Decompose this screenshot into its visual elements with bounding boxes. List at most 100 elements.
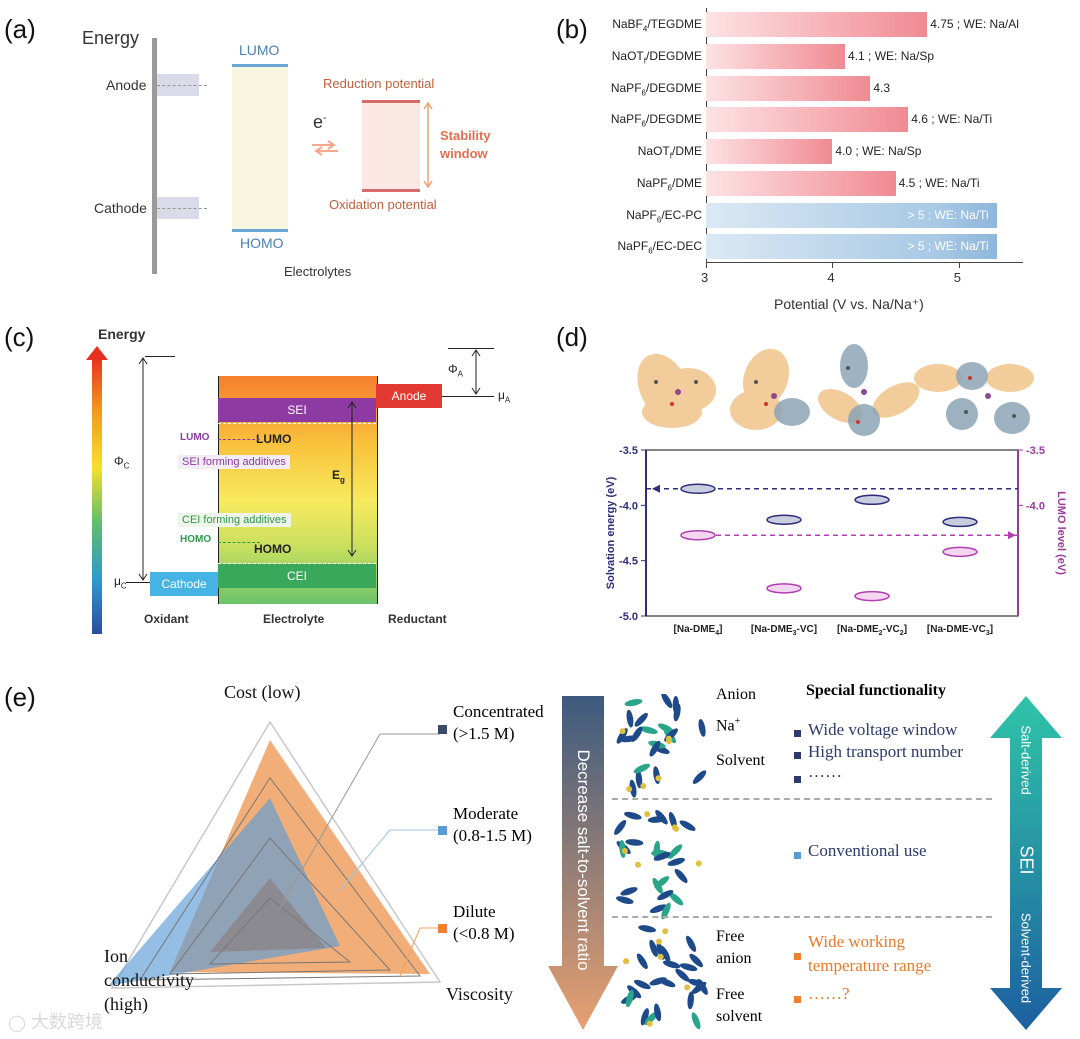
stability-label-2: window (440, 146, 488, 161)
energy-gradient-bar (92, 356, 102, 634)
bar-6 (706, 202, 997, 228)
panel-label-d: (d) (556, 322, 588, 352)
eg-arrow-icon (347, 401, 357, 557)
bar-1 (706, 43, 846, 69)
left-tick-label-2: -4.5 (619, 556, 638, 568)
homo-main-label: HOMO (254, 542, 292, 556)
panel-label-b: (b) (556, 14, 588, 44)
anion-label: Anion (716, 686, 756, 703)
oxidant-label: Oxidant (144, 612, 189, 626)
bar-4 (706, 139, 833, 164)
salt-ratio-label: Decrease salt-to-solvent ratio (574, 749, 593, 971)
energy-label: Energy (82, 28, 140, 48)
x-category-1: [Na-DME3-VC] (751, 624, 817, 637)
category-label-2: NaPF6/DEGDME (610, 80, 702, 97)
category-label-1: NaOTf/DEGDME (611, 48, 702, 66)
chart-frame (706, 8, 1023, 263)
ion-label-1: Ion (104, 946, 128, 966)
cost-label: Cost (low) (224, 682, 301, 702)
energy-label-c: Energy (98, 326, 146, 342)
data-label-6: > 5 ; WE: Na/Ti (907, 207, 989, 222)
solvation-point-2 (854, 494, 890, 506)
solvent-derived-label: Solvent-derived (1018, 912, 1034, 1004)
sei-label-e: SEI (1016, 845, 1037, 875)
bar-5 (706, 170, 896, 196)
panel-label-c: (c) (4, 322, 35, 352)
lumo-point-3 (942, 546, 978, 558)
left-axis-title: Solvation energy (eV) (605, 476, 617, 589)
bullet-6 (794, 996, 801, 1003)
bullet-4 (794, 852, 801, 859)
data-label-4: 4.0 ; WE: Na/Sp (835, 144, 922, 158)
sei-additive-label: SEI forming additives (178, 455, 290, 469)
cei-additive-level (218, 542, 260, 543)
anode-label: Anode (106, 77, 147, 93)
special-functionality-title: Special functionality (806, 682, 947, 699)
right-axis-title: LUMO level (eV) (1055, 491, 1067, 575)
cathode-label: Cathode (94, 200, 147, 216)
category-label-4: NaOTf/DME (637, 144, 702, 161)
func-conventional: Conventional use (808, 841, 927, 860)
viscosity-label: Viscosity (446, 984, 513, 1004)
free-solvent-label-2: solvent (716, 1008, 763, 1025)
x-tick-label-2: 5 (953, 270, 962, 285)
solvation-arrow-icon (652, 484, 660, 493)
dilute-range: (<0.8 M) (453, 924, 515, 943)
data-label-3: 4.6 ; WE: Na/Ti (911, 112, 993, 127)
x-tick-mark-2 (958, 262, 960, 268)
sei-additive-level (218, 439, 260, 440)
anode-dash (157, 85, 207, 86)
free-anion-label-2: anion (716, 950, 752, 967)
free-anion-label-1: Free (716, 928, 745, 945)
stability-box (362, 100, 420, 192)
bullet-1 (794, 730, 801, 737)
electrolyte-window (232, 64, 288, 232)
left-tick-label-1: -4.0 (619, 500, 638, 512)
x-tick-mark-0 (706, 262, 707, 268)
bar-0 (706, 12, 928, 37)
bullet-5 (794, 953, 801, 960)
ion-label-2: conductivity (104, 970, 194, 990)
cei-layer: CEI (218, 564, 376, 588)
func-transport: High transport number (808, 742, 963, 761)
right-tick-label-1: -4.0 (1026, 500, 1045, 512)
cei-additive-label: CEI forming additives (178, 513, 291, 527)
x-tick-label-1: 4 (827, 270, 835, 285)
x-tick-mark-1 (832, 262, 834, 268)
electrolytes-label: Electrolytes (284, 264, 352, 279)
solvation-point-0 (680, 483, 716, 494)
panel-e: Cost (low) Ion conductivity (high) Visco… (0, 670, 1080, 1039)
solvation-point-1 (766, 514, 802, 525)
phi-c-label: ΦC (114, 454, 130, 471)
phi-c-top (145, 356, 175, 357)
oxidation-label: Oxidation potential (329, 197, 437, 212)
electron-label: e- (313, 112, 327, 132)
sei-layer: SEI (218, 398, 376, 422)
reductant-label: Reductant (388, 612, 447, 626)
watermark: ◯ 大数跨境 (8, 1012, 103, 1032)
solvation-structures-image (637, 344, 1034, 436)
data-label-0: 4.75 ; WE: Na/Al (930, 17, 1019, 31)
watermark-logo-icon: ◯ (8, 1015, 26, 1032)
moderate-range: (0.8-1.5 M) (453, 826, 532, 845)
phi-a-top (448, 348, 494, 349)
panel-label-e: (e) (4, 682, 36, 712)
stability-label-1: Stability (440, 128, 491, 143)
data-label-1: 4.1 ; WE: Na/Sp (848, 48, 935, 63)
phi-c-arrow-icon (138, 357, 148, 581)
panel-a: Energy Anode Cathode LUMO HOMO Electroly… (0, 0, 540, 300)
func-ellipsis-q: ……? (808, 984, 850, 1003)
phi-a-bottom (442, 396, 494, 397)
category-label-0: NaBF4/TEGDME (612, 17, 702, 34)
bullet-3 (794, 776, 801, 783)
stability-arrow-icon (423, 101, 433, 189)
moderate-swatch (438, 826, 447, 835)
concentrated-swatch (438, 725, 447, 734)
category-label-5: NaPF6/DME (636, 175, 702, 193)
category-label-7: NaPF6/EC-DEC (617, 239, 702, 256)
reduction-label: Reduction potential (323, 76, 435, 91)
lumo-point-1 (766, 583, 802, 594)
left-tick-label-0: -3.5 (619, 445, 638, 457)
